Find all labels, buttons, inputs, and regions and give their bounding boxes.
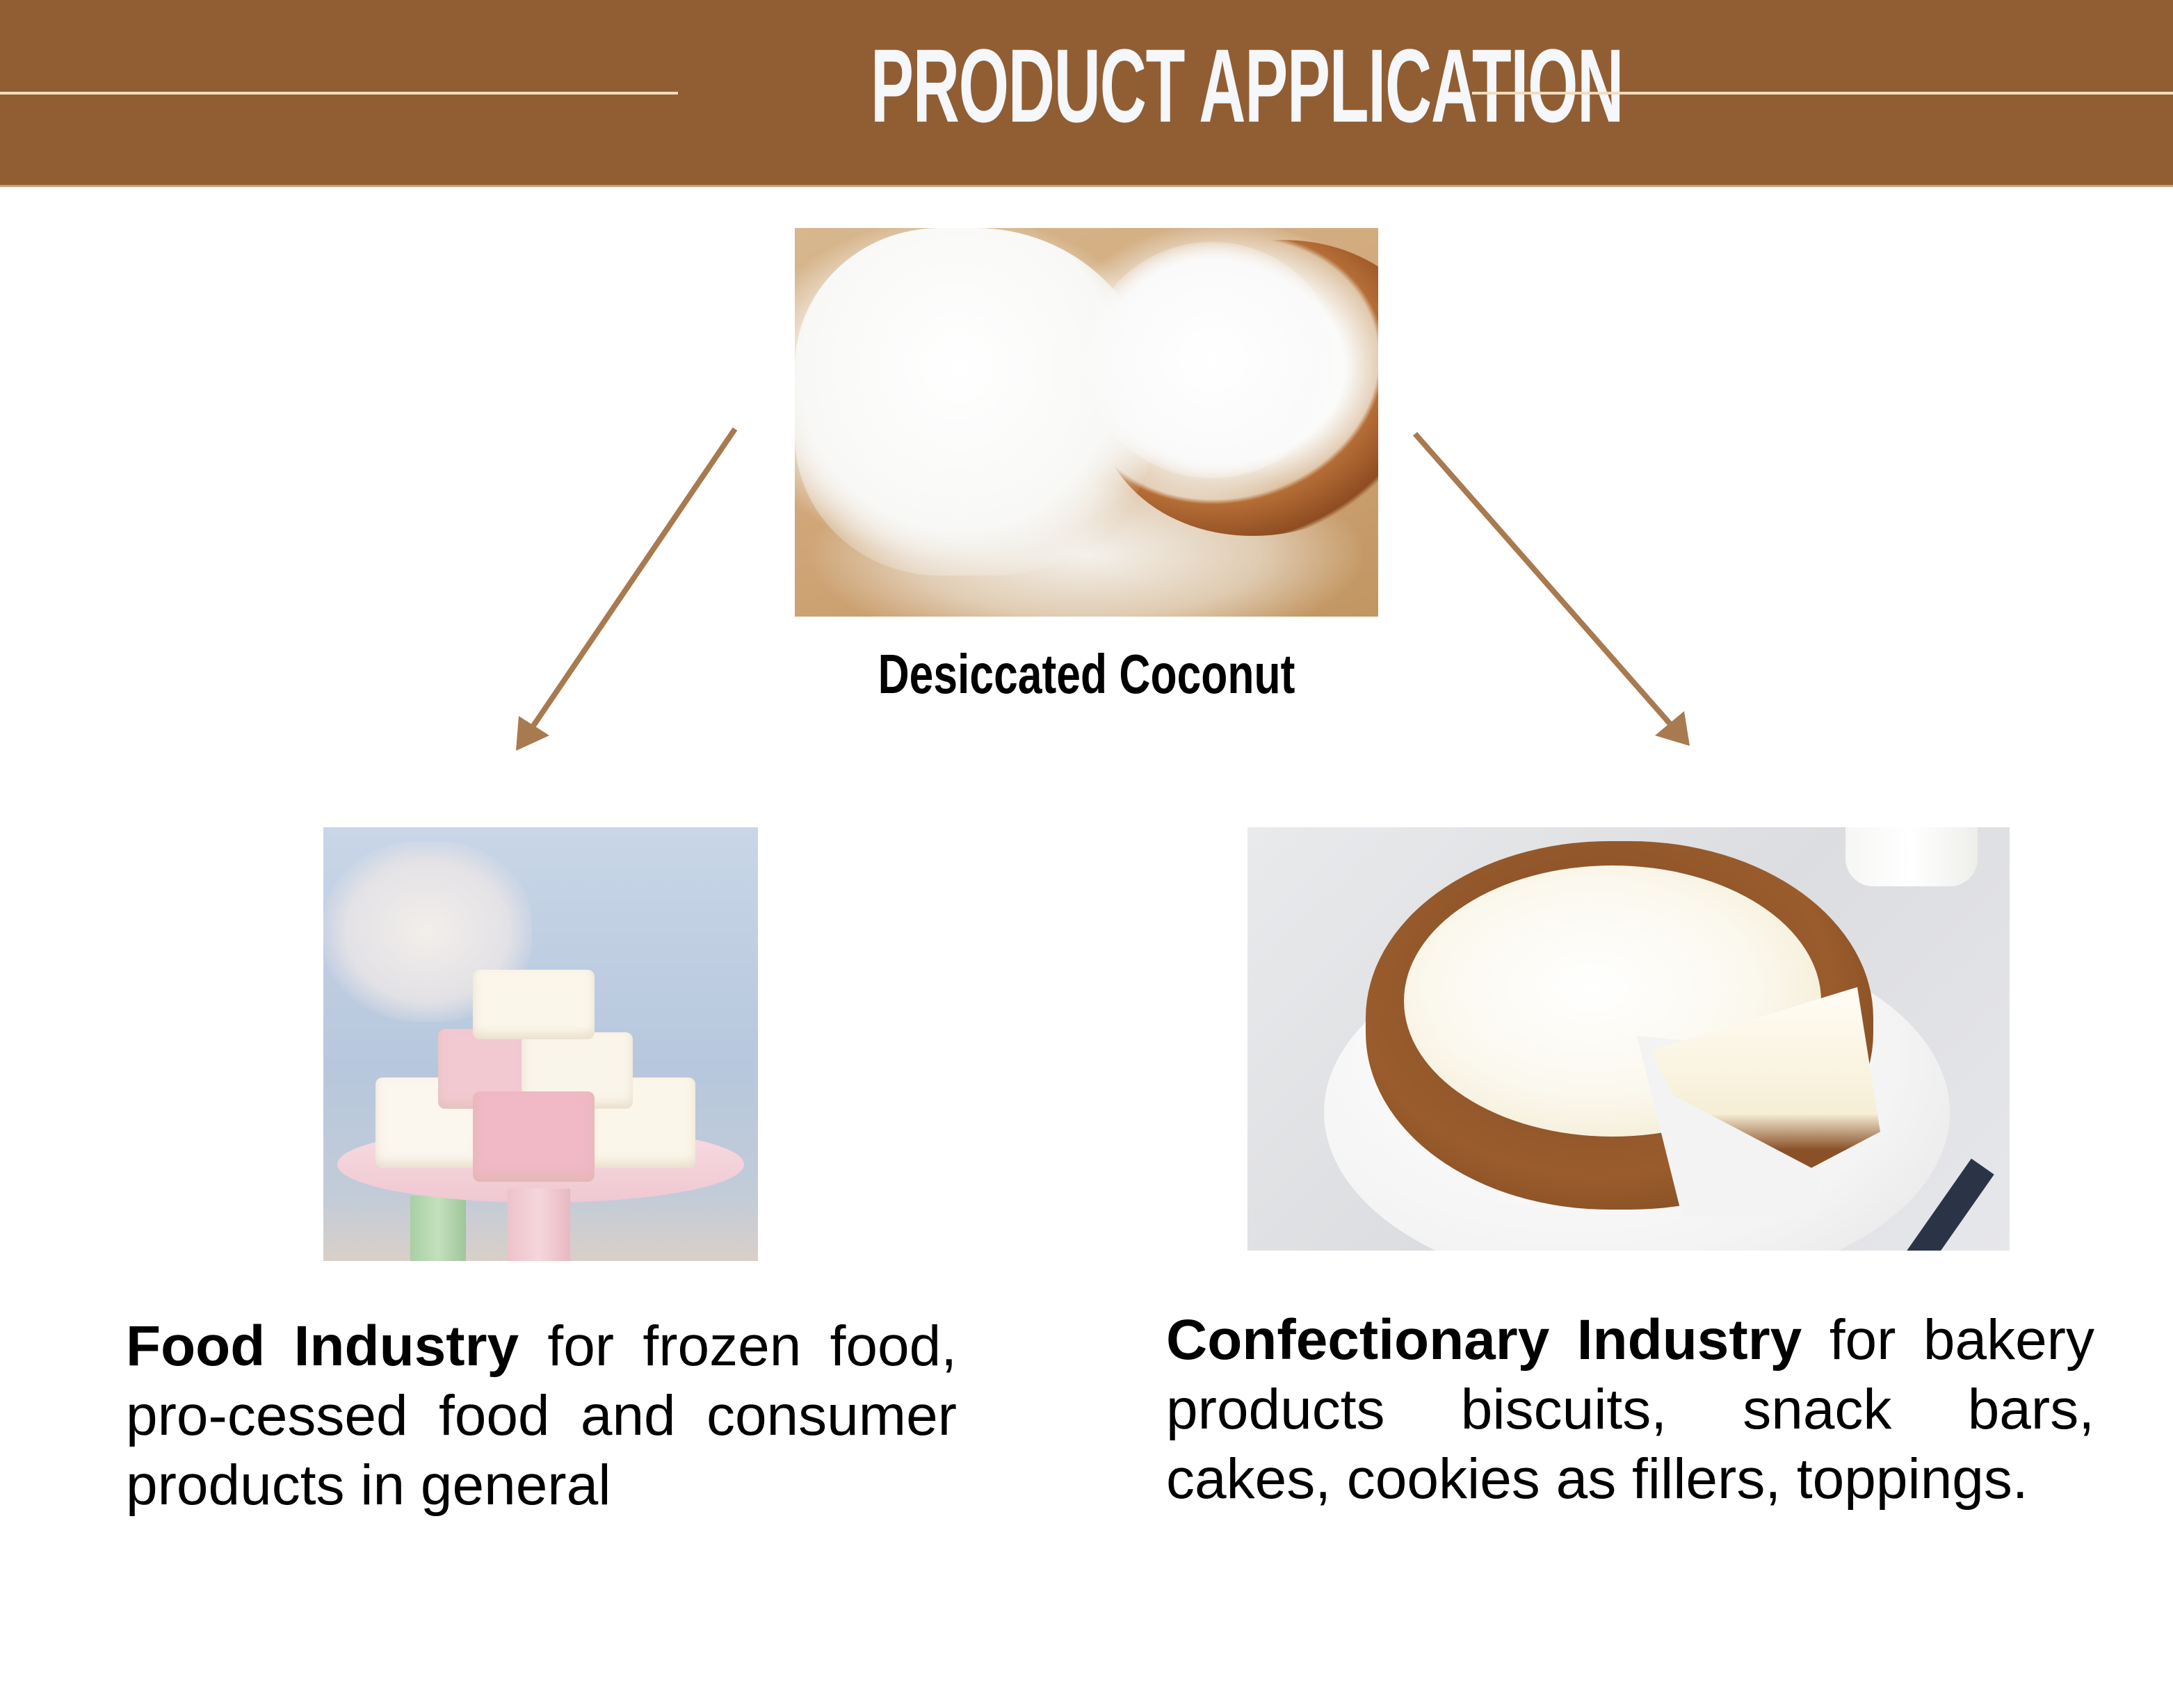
header-rule-left (0, 92, 678, 95)
food-industry-text: for frozen food, pro-cessed food and con… (126, 1315, 957, 1517)
page-header: PRODUCT APPLICATION (0, 0, 2173, 187)
confectionary-industry-title: Confectionary Industry (1166, 1308, 1802, 1372)
confectionary-industry-image (1247, 827, 2010, 1251)
food-industry-description: Food Industry for frozen food, pro-cesse… (126, 1312, 957, 1520)
confectionary-industry-text: for bakery products biscuits, snack bars… (1166, 1308, 2094, 1511)
arrow-left-icon (516, 427, 738, 751)
page-title: PRODUCT APPLICATION (871, 27, 1624, 144)
milk-glass-icon (1845, 827, 1978, 886)
food-industry-title: Food Industry (126, 1315, 519, 1378)
cake-stand-stem-icon (508, 1189, 570, 1261)
desiccated-coconut-image (795, 228, 1378, 617)
arrow-right-icon (1412, 432, 1690, 746)
coconut-flakes-icon (1087, 242, 1337, 478)
green-stand-stem-icon (410, 1196, 466, 1261)
food-industry-image (323, 827, 758, 1261)
confectionary-industry-description: Confectionary Industry for bakery produc… (1166, 1306, 2094, 1514)
source-caption: Desiccated Coconut (878, 643, 1295, 705)
header-rule-right (1472, 92, 2173, 95)
sweet-cube-icon (473, 1091, 595, 1182)
sweet-cube-icon (473, 970, 595, 1039)
